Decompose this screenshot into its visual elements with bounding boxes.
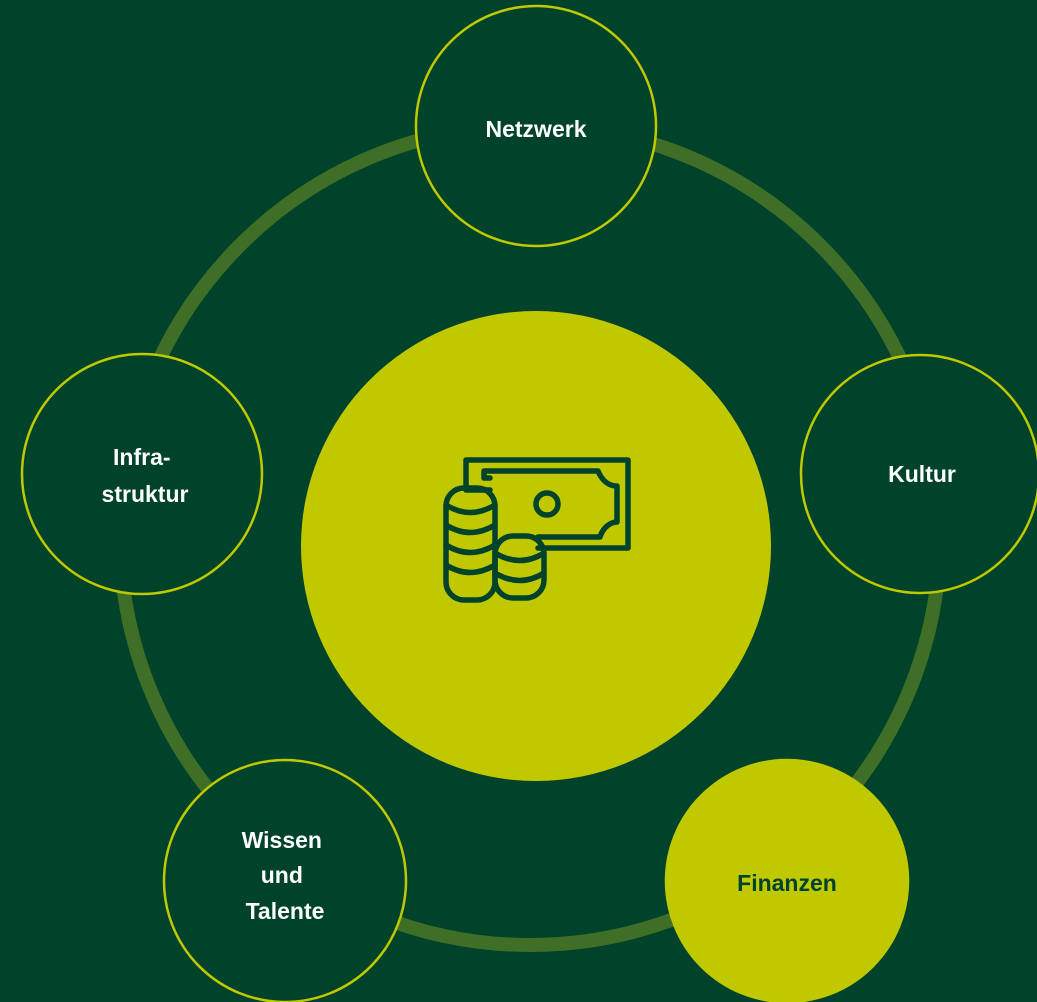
node-wissen[interactable]: Wissen und Talente bbox=[162, 758, 408, 1002]
node-label-line: Wissen bbox=[242, 827, 322, 853]
svg-text:Wissen und Tal: Wissen und Talente bbox=[242, 827, 329, 924]
node-label-line: Infra- bbox=[113, 444, 171, 470]
node-label-line: und bbox=[261, 862, 303, 888]
node-label: Netzwerk bbox=[486, 116, 587, 142]
node-label: Finanzen bbox=[737, 870, 837, 896]
node-label: Kultur bbox=[888, 461, 956, 487]
node-label-line: struktur bbox=[102, 481, 189, 507]
svg-text:Finanzen: Finanzen bbox=[737, 870, 837, 896]
node-finanzen[interactable]: Finanzen bbox=[664, 758, 910, 1002]
node-label-line: Talente bbox=[246, 898, 325, 924]
svg-text:Netzwerk: Netzwerk bbox=[486, 116, 587, 142]
svg-text:Infra- struktur: Infra- struktur bbox=[102, 444, 189, 507]
money-coins-icon bbox=[443, 457, 631, 603]
svg-text:Kultur: Kultur bbox=[888, 461, 956, 487]
center-circle bbox=[301, 311, 771, 781]
node-infrastruktur[interactable]: Infra- struktur bbox=[20, 352, 264, 596]
node-netzwerk[interactable]: Netzwerk bbox=[414, 4, 658, 248]
node-kultur[interactable]: Kultur bbox=[799, 353, 1037, 595]
